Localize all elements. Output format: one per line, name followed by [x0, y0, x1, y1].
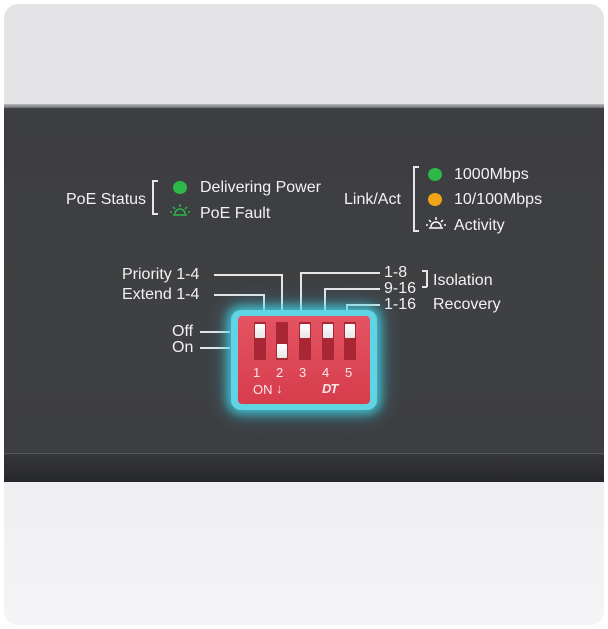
- priority-label: Priority 1-4: [122, 266, 200, 283]
- leader-1-16: [346, 304, 380, 306]
- led-blink-icon: [426, 217, 446, 229]
- on-label: On: [172, 339, 194, 356]
- isolation-bracket: [426, 270, 428, 287]
- poe-status-bracket-bottom: [152, 213, 158, 215]
- dip-number-5: 5: [345, 365, 353, 380]
- dip-slot-2[interactable]: [276, 322, 288, 360]
- leader-9-16: [324, 288, 380, 290]
- leader-1-8-down: [300, 272, 302, 310]
- link-act-label: Link/Act: [344, 191, 401, 208]
- device-frame: PoE Status Delivering Power PoE Fault Li…: [4, 4, 604, 625]
- dip-knob-4[interactable]: [323, 324, 333, 338]
- off-label: Off: [172, 323, 194, 340]
- extend-label: Extend 1-4: [122, 286, 200, 303]
- extend-leader-down: [263, 294, 265, 310]
- leader-1-8: [300, 272, 380, 274]
- extend-leader: [214, 294, 264, 296]
- frame-bottom: [4, 480, 604, 625]
- poe-status-bracket-top: [152, 180, 158, 182]
- poe-status-label: PoE Status: [66, 191, 147, 208]
- delivering-power-label: Delivering Power: [200, 179, 321, 196]
- dip-brand-logo: DT: [322, 381, 338, 396]
- led-blink-icon: [170, 204, 190, 216]
- dip-number-2: 2: [276, 365, 284, 380]
- led-solid-icon: [428, 168, 442, 181]
- down-arrow-icon: ↓: [276, 381, 283, 396]
- priority-leader-down: [281, 274, 283, 310]
- isolation-9-16-label: 9-16: [384, 280, 417, 297]
- dip-knob-2[interactable]: [277, 344, 287, 358]
- link-act-bracket-bottom: [413, 230, 419, 232]
- dip-slot-4[interactable]: [322, 322, 334, 360]
- panel-lower-lip: [4, 453, 604, 482]
- speed-1000-label: 1000Mbps: [454, 166, 529, 183]
- recovery-1-16-label: 1-16: [384, 296, 417, 313]
- dip-number-1: 1: [253, 365, 261, 380]
- isolation-bracket-bottom: [422, 286, 427, 288]
- on-leader: [200, 347, 230, 349]
- led-solid-icon: [173, 181, 187, 194]
- panel-top-edge: [4, 104, 604, 108]
- dip-switch: 1 2 3 4 5 ON ↓ DT: [238, 316, 370, 404]
- leader-9-16-down: [324, 288, 326, 310]
- isolation-1-8-label: 1-8: [384, 264, 408, 281]
- link-act-bracket: [413, 166, 415, 231]
- activity-label: Activity: [454, 217, 505, 234]
- isolation-bracket-top: [422, 270, 427, 272]
- dip-slot-5[interactable]: [344, 322, 356, 360]
- isolation-label: Isolation: [433, 272, 493, 289]
- dip-knob-3[interactable]: [300, 324, 310, 338]
- dip-slot-1[interactable]: [254, 322, 266, 360]
- recovery-label: Recovery: [433, 296, 501, 313]
- dip-slot-3[interactable]: [299, 322, 311, 360]
- poe-status-bracket: [152, 180, 154, 214]
- dip-number-4: 4: [322, 365, 330, 380]
- link-act-bracket-top: [413, 166, 419, 168]
- dip-knob-5[interactable]: [345, 324, 355, 338]
- led-solid-icon: [428, 193, 442, 206]
- speed-10-100-label: 10/100Mbps: [454, 191, 543, 208]
- dip-knob-1[interactable]: [255, 324, 265, 338]
- priority-leader: [214, 274, 282, 276]
- dip-number-3: 3: [299, 365, 307, 380]
- leader-1-16-down: [346, 304, 348, 310]
- dip-on-label: ON: [253, 382, 273, 397]
- switch-front-panel: PoE Status Delivering Power PoE Fault Li…: [4, 104, 604, 482]
- off-leader: [200, 331, 230, 333]
- poe-fault-label: PoE Fault: [200, 205, 271, 222]
